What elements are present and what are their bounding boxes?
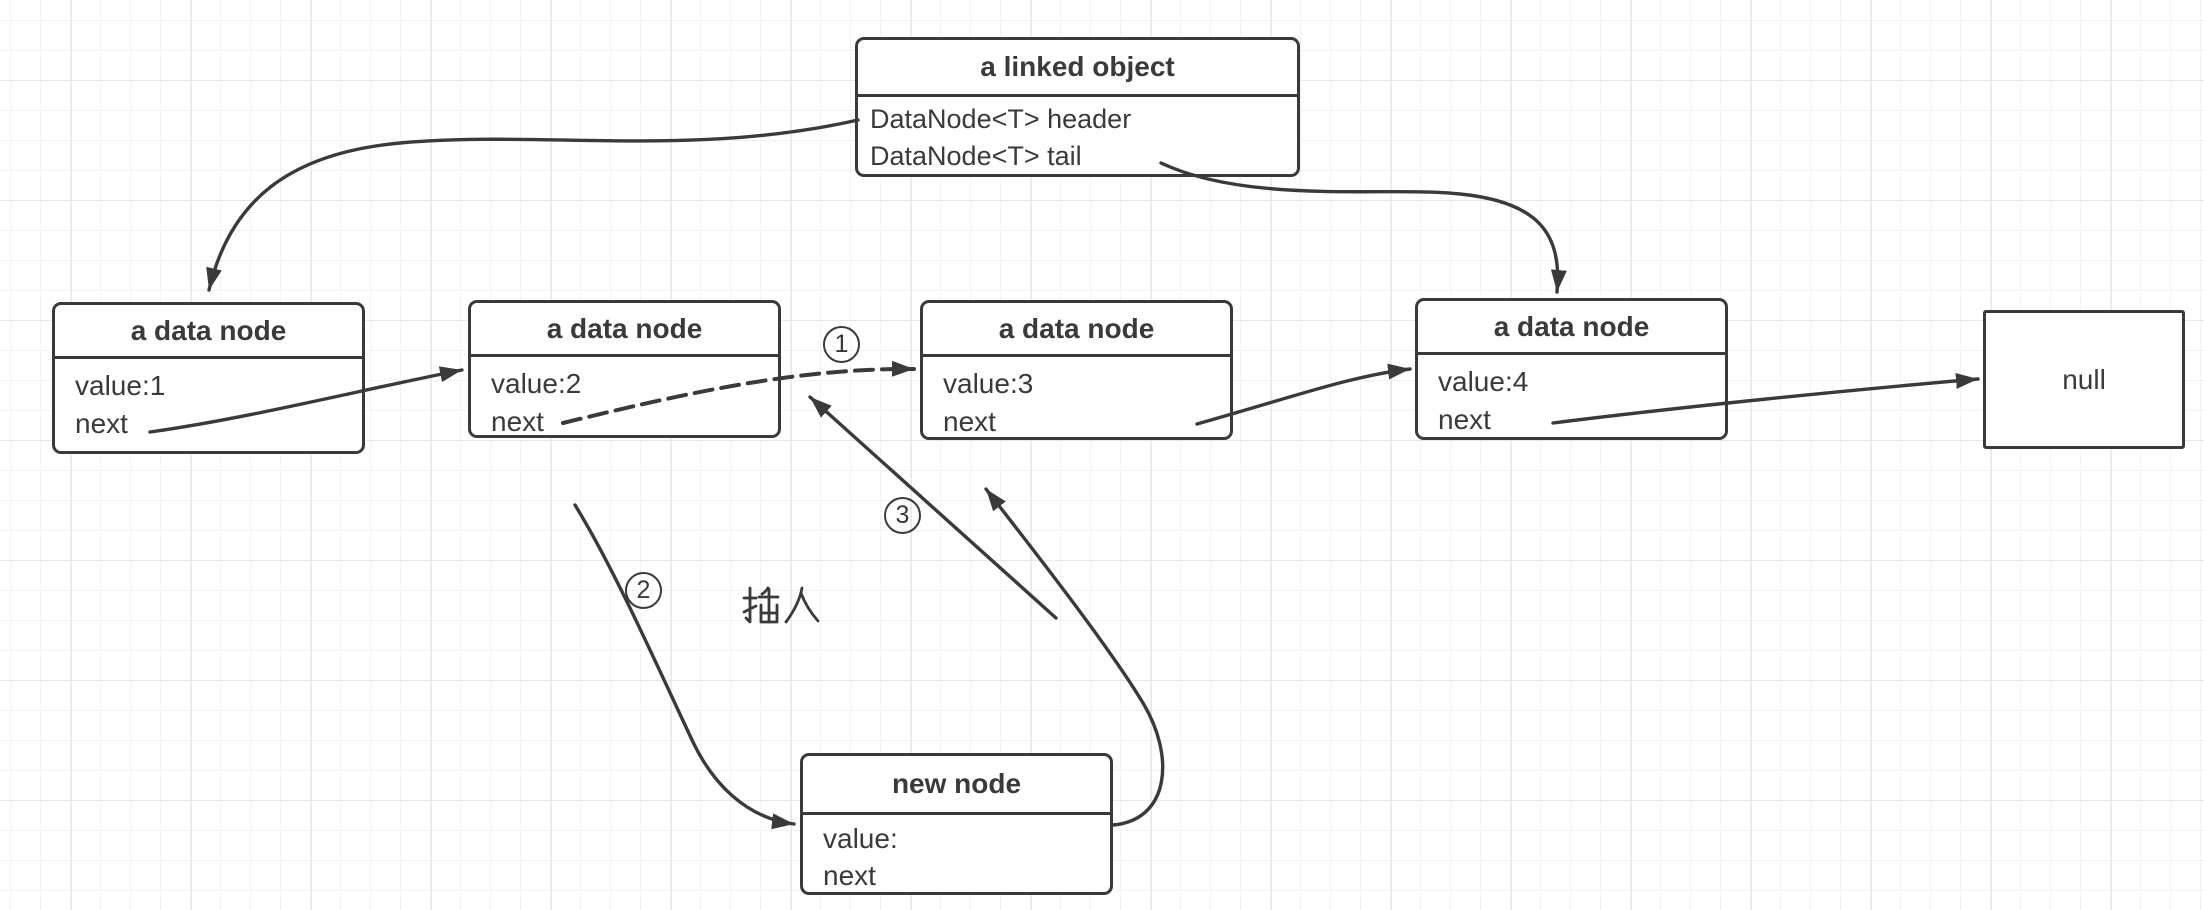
- null-box[interactable]: null: [1983, 310, 2185, 449]
- data-node-4[interactable]: a data node value:4 next: [1415, 298, 1728, 440]
- arrow-header-to-node1[interactable]: [206, 118, 860, 292]
- data-node-3-title: a data node: [923, 303, 1230, 357]
- data-node-3-value: value:3: [943, 368, 1034, 399]
- step-badge-2: 2: [625, 572, 662, 609]
- data-node-1[interactable]: a data node value:1 next: [52, 302, 365, 454]
- linked-object-title: a linked object: [858, 40, 1297, 97]
- data-node-3[interactable]: a data node value:3 next: [920, 300, 1233, 440]
- new-node-box[interactable]: new node value: next: [800, 753, 1113, 895]
- data-node-3-next: next: [943, 406, 996, 437]
- data-node-2[interactable]: a data node value:2 next: [468, 300, 781, 438]
- linked-object-box[interactable]: a linked object DataNode<T> header DataN…: [855, 37, 1300, 177]
- data-node-2-next: next: [491, 406, 544, 437]
- arrow-insert-into-new-node[interactable]: [573, 503, 796, 830]
- new-node-next: next: [823, 860, 876, 891]
- null-label: null: [2062, 363, 2106, 395]
- data-node-4-value: value:4: [1438, 366, 1529, 397]
- new-node-value: value:: [823, 823, 898, 854]
- data-node-1-next: next: [75, 408, 128, 439]
- data-node-4-next: next: [1438, 404, 1491, 435]
- step-badge-3: 3: [884, 497, 921, 534]
- data-node-4-title: a data node: [1418, 301, 1725, 355]
- step-badge-1: 1: [823, 326, 860, 363]
- data-node-2-title: a data node: [471, 303, 778, 357]
- data-node-1-value: value:1: [75, 370, 166, 401]
- data-node-2-value: value:2: [491, 368, 582, 399]
- linked-object-field-header: DataNode<T> header: [870, 104, 1132, 134]
- linked-object-field-tail: DataNode<T> tail: [870, 141, 1082, 171]
- new-node-title: new node: [803, 756, 1110, 815]
- step-badge-1-number: 1: [834, 330, 849, 358]
- data-node-1-title: a data node: [55, 305, 362, 359]
- insert-label: [742, 586, 820, 624]
- step-badge-2-number: 2: [636, 576, 651, 604]
- step-badge-3-number: 3: [895, 501, 910, 529]
- arrow-tail-to-node4[interactable]: [1159, 161, 1567, 294]
